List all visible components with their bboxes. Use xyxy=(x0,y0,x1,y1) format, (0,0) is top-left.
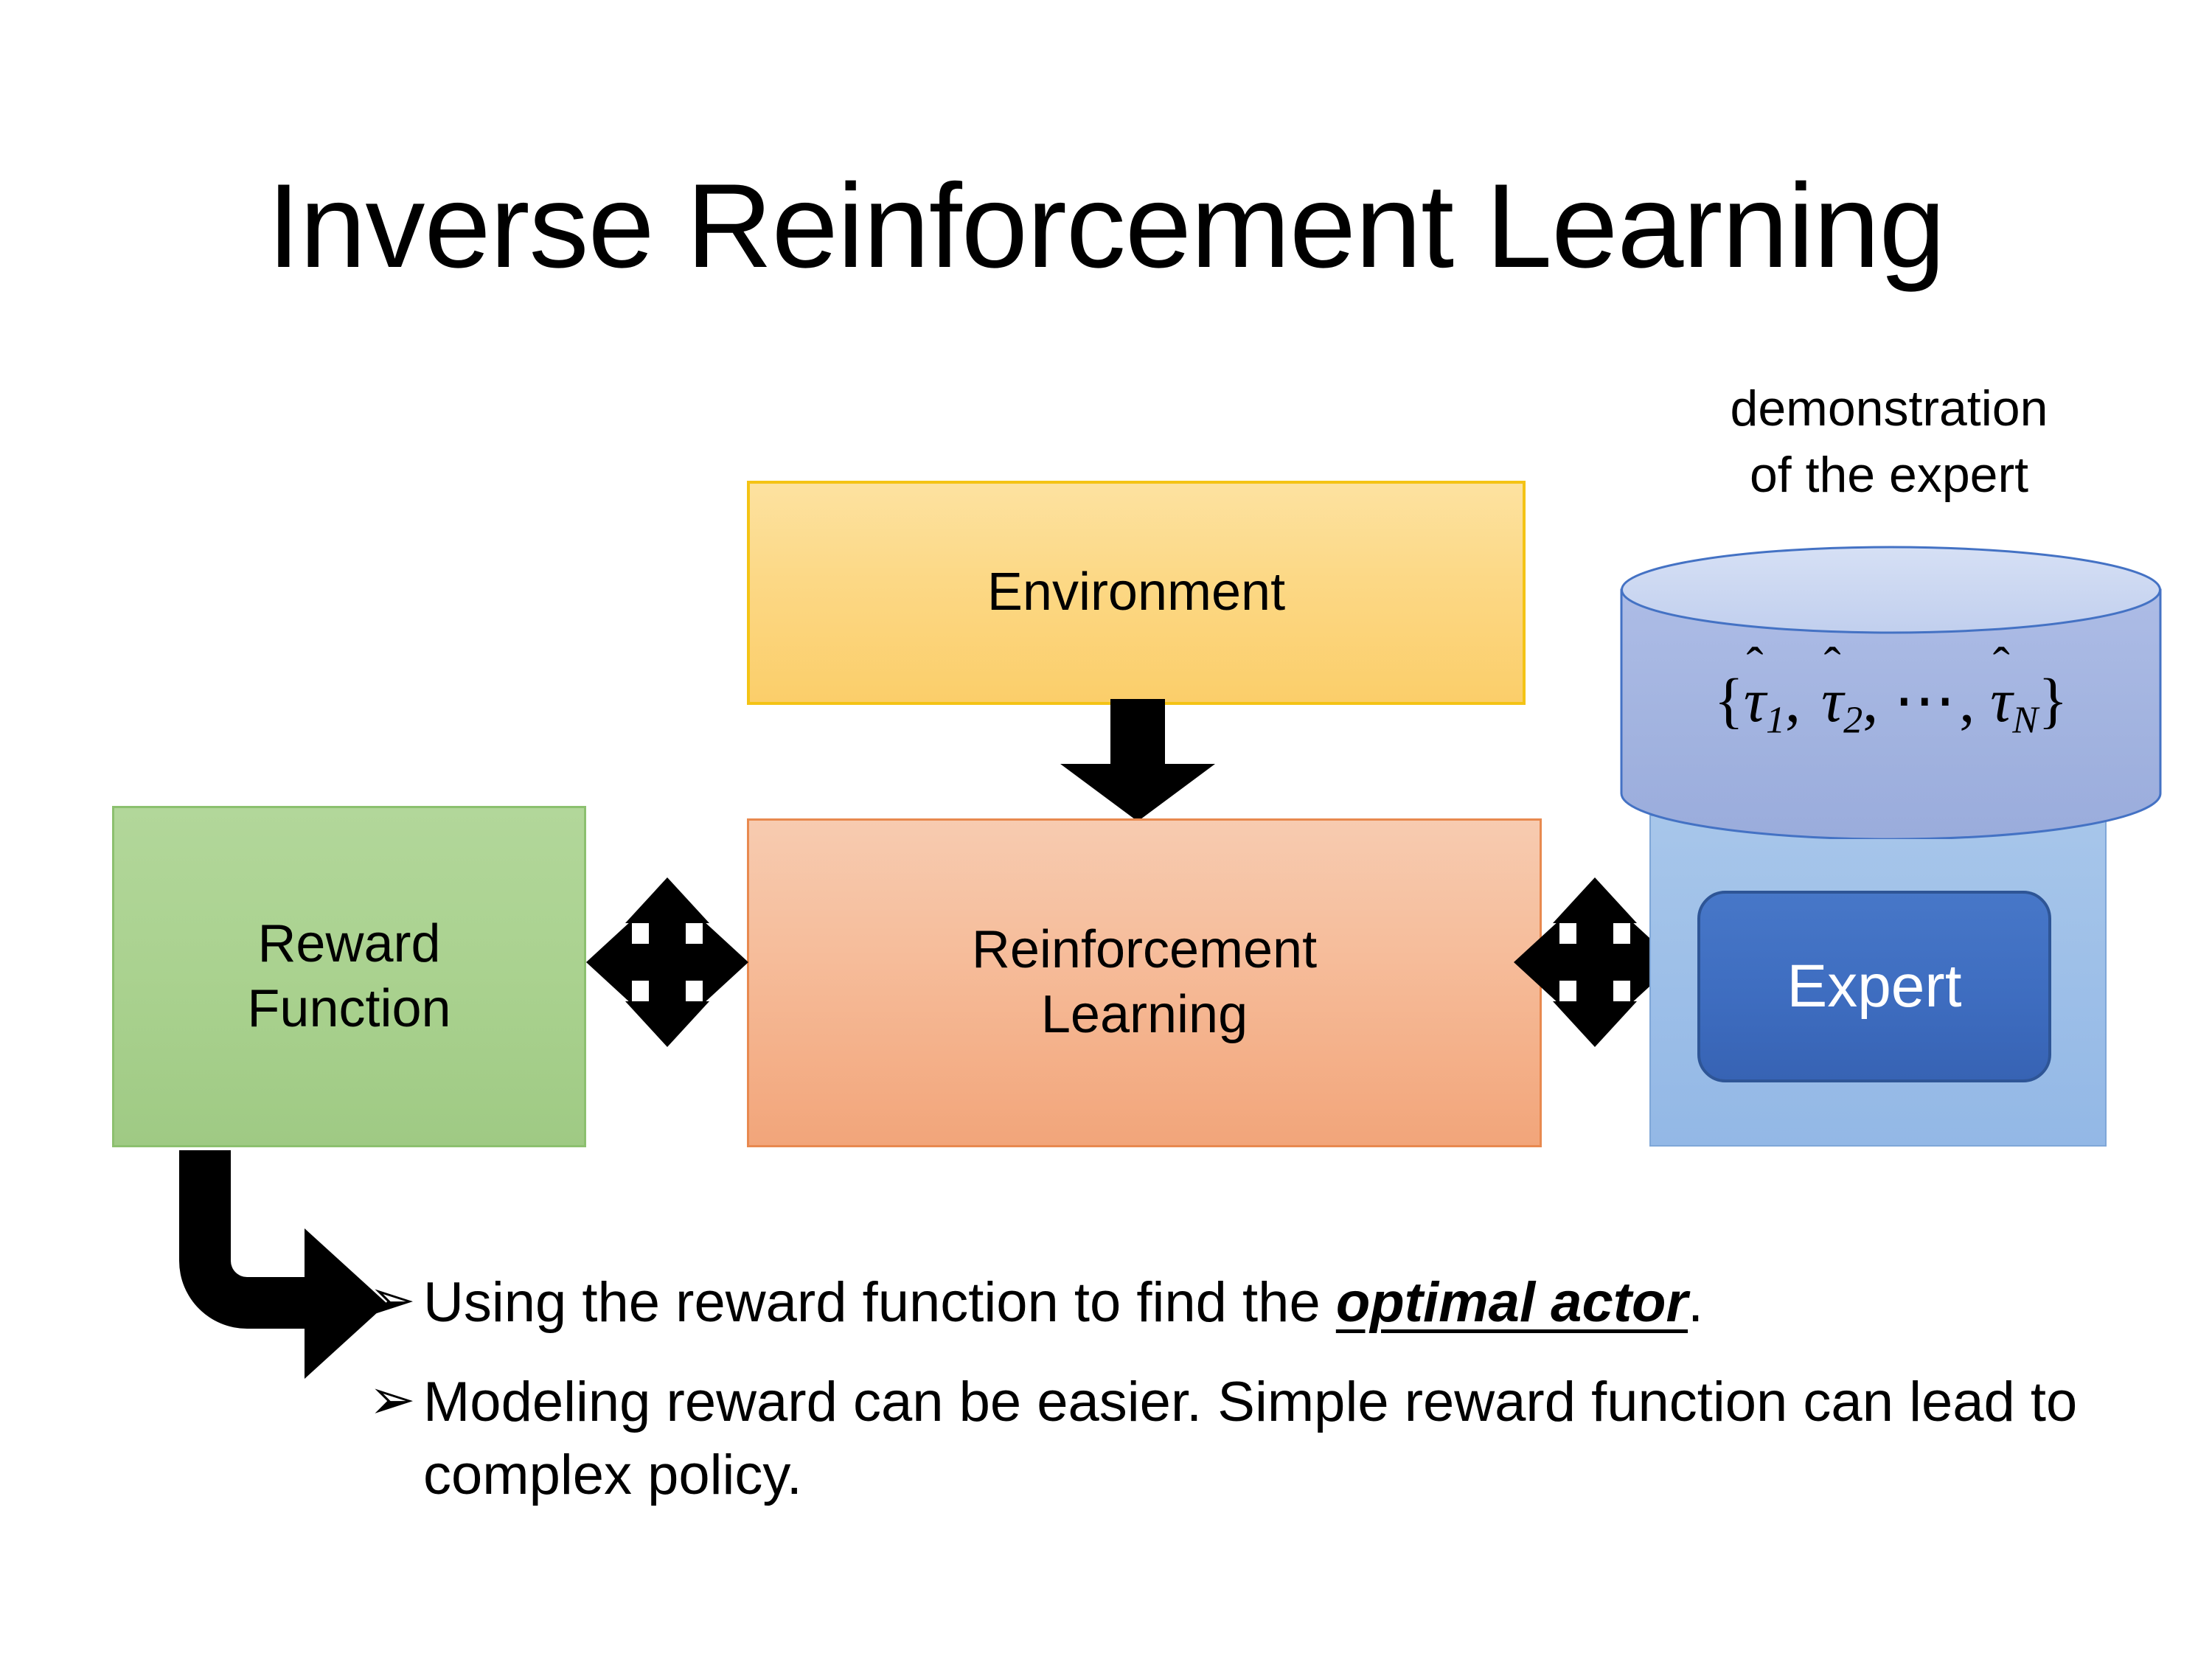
demonstration-cylinder-icon xyxy=(1620,544,2162,841)
formula-sub-2: 2 xyxy=(1843,699,1863,742)
demonstration-set-formula: {̂τ1, ̂τ2, ⋯, ̂τN} xyxy=(1620,664,2162,742)
formula-ellipsis: ⋯ xyxy=(1893,667,1960,735)
bullet-1-text-after: . xyxy=(1688,1271,1704,1334)
formula-tau-n-glyph: τ xyxy=(1990,667,2013,735)
list-item: ➢ Using the reward function to find the … xyxy=(369,1267,2079,1340)
expert-button[interactable]: Expert xyxy=(1697,891,2051,1082)
environment-label: Environment xyxy=(987,563,1286,622)
list-item: ➢ Modeling reward can be easier. Simple … xyxy=(369,1366,2079,1512)
formula-tau-1: ̂τ xyxy=(1744,665,1766,737)
reward-label-line1: Reward xyxy=(257,914,441,973)
down-arrow-icon xyxy=(1060,699,1215,821)
formula-tau-n: ̂τ xyxy=(1990,665,2012,737)
bullet-marker-icon: ➢ xyxy=(369,1269,416,1332)
reward-function-box[interactable]: Reward Function xyxy=(112,806,586,1147)
environment-box[interactable]: Environment xyxy=(747,481,1526,705)
reinforcement-learning-box[interactable]: Reinforcement Learning xyxy=(747,818,1542,1147)
four-way-arrow-left-icon xyxy=(586,877,748,1047)
formula-sub-1: 1 xyxy=(1766,699,1786,742)
formula-comma-3: , xyxy=(1959,667,1975,735)
formula-close-brace: } xyxy=(2038,667,2068,735)
bullet-marker-icon: ➢ xyxy=(369,1368,416,1431)
formula-tau-2-glyph: τ xyxy=(1821,667,1844,735)
formula-sub-n: N xyxy=(2012,699,2039,742)
bullet-1-emphasis: optimal actor xyxy=(1335,1271,1688,1334)
page-title: Inverse Reinforcement Learning xyxy=(267,159,1945,293)
bullet-list: ➢ Using the reward function to find the … xyxy=(369,1267,2079,1538)
formula-comma-2: , xyxy=(1863,667,1879,735)
bullet-text-1: Using the reward function to find the op… xyxy=(423,1267,2079,1340)
rl-label-line1: Reinforcement xyxy=(971,920,1318,980)
demonstration-caption: demonstration of the expert xyxy=(1616,376,2162,509)
reward-label-line2: Function xyxy=(247,978,451,1038)
bent-arrow-icon xyxy=(166,1150,387,1379)
demonstration-caption-line1: demonstration xyxy=(1730,380,2048,437)
demonstration-caption-line2: of the expert xyxy=(1749,446,2029,503)
bullet-2-text-before: Modeling reward can be easier. Simple re… xyxy=(423,1370,2078,1506)
four-way-arrow-right-icon xyxy=(1514,877,1676,1047)
bullet-1-text-before: Using the reward function to find the xyxy=(423,1271,1336,1334)
formula-comma-1: , xyxy=(1785,667,1801,735)
rl-label-line2: Learning xyxy=(1040,985,1248,1044)
bullet-text-2: Modeling reward can be easier. Simple re… xyxy=(423,1366,2079,1512)
expert-label: Expert xyxy=(1787,953,1962,1020)
formula-tau-2: ̂τ xyxy=(1821,665,1843,737)
formula-open-brace: { xyxy=(1714,667,1744,735)
formula-tau-1-glyph: τ xyxy=(1743,667,1766,735)
